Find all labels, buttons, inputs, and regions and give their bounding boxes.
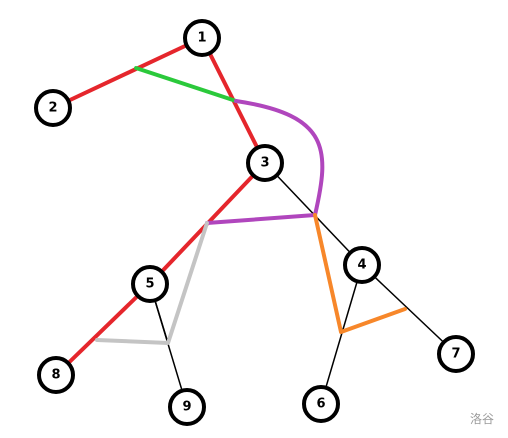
node-label: 2 bbox=[48, 101, 57, 116]
node-label: 8 bbox=[51, 368, 60, 383]
node-label: 5 bbox=[145, 277, 154, 292]
node-1[interactable]: 1 bbox=[183, 19, 221, 57]
node-6[interactable]: 6 bbox=[302, 385, 340, 423]
node-7[interactable]: 7 bbox=[437, 335, 475, 373]
edge-4-7 bbox=[361, 264, 457, 355]
red-path-5-8 bbox=[54, 282, 152, 377]
node-label: 9 bbox=[182, 400, 191, 415]
edge-4-6 bbox=[320, 264, 363, 405]
node-label: 6 bbox=[316, 397, 325, 412]
orange-path bbox=[313, 213, 407, 334]
node-label: 3 bbox=[260, 156, 269, 171]
red-path-2-1 bbox=[51, 36, 204, 110]
gray-path bbox=[95, 221, 209, 345]
node-label: 7 bbox=[451, 347, 460, 362]
node-label: 4 bbox=[357, 258, 366, 273]
watermark-text: 洛谷 bbox=[469, 412, 494, 426]
node-4[interactable]: 4 bbox=[343, 246, 381, 284]
node-2[interactable]: 2 bbox=[34, 89, 72, 127]
purple-curve bbox=[205, 99, 325, 225]
node-9[interactable]: 9 bbox=[168, 388, 206, 426]
green-segment bbox=[134, 66, 238, 103]
node-label: 1 bbox=[197, 31, 206, 46]
tree-edges bbox=[149, 162, 457, 408]
nodes: 1 2 3 4 5 6 7 8 bbox=[34, 19, 475, 426]
node-8[interactable]: 8 bbox=[37, 356, 75, 394]
highlighted-paths bbox=[51, 36, 407, 377]
node-5[interactable]: 5 bbox=[131, 265, 169, 303]
node-3[interactable]: 3 bbox=[246, 144, 284, 182]
